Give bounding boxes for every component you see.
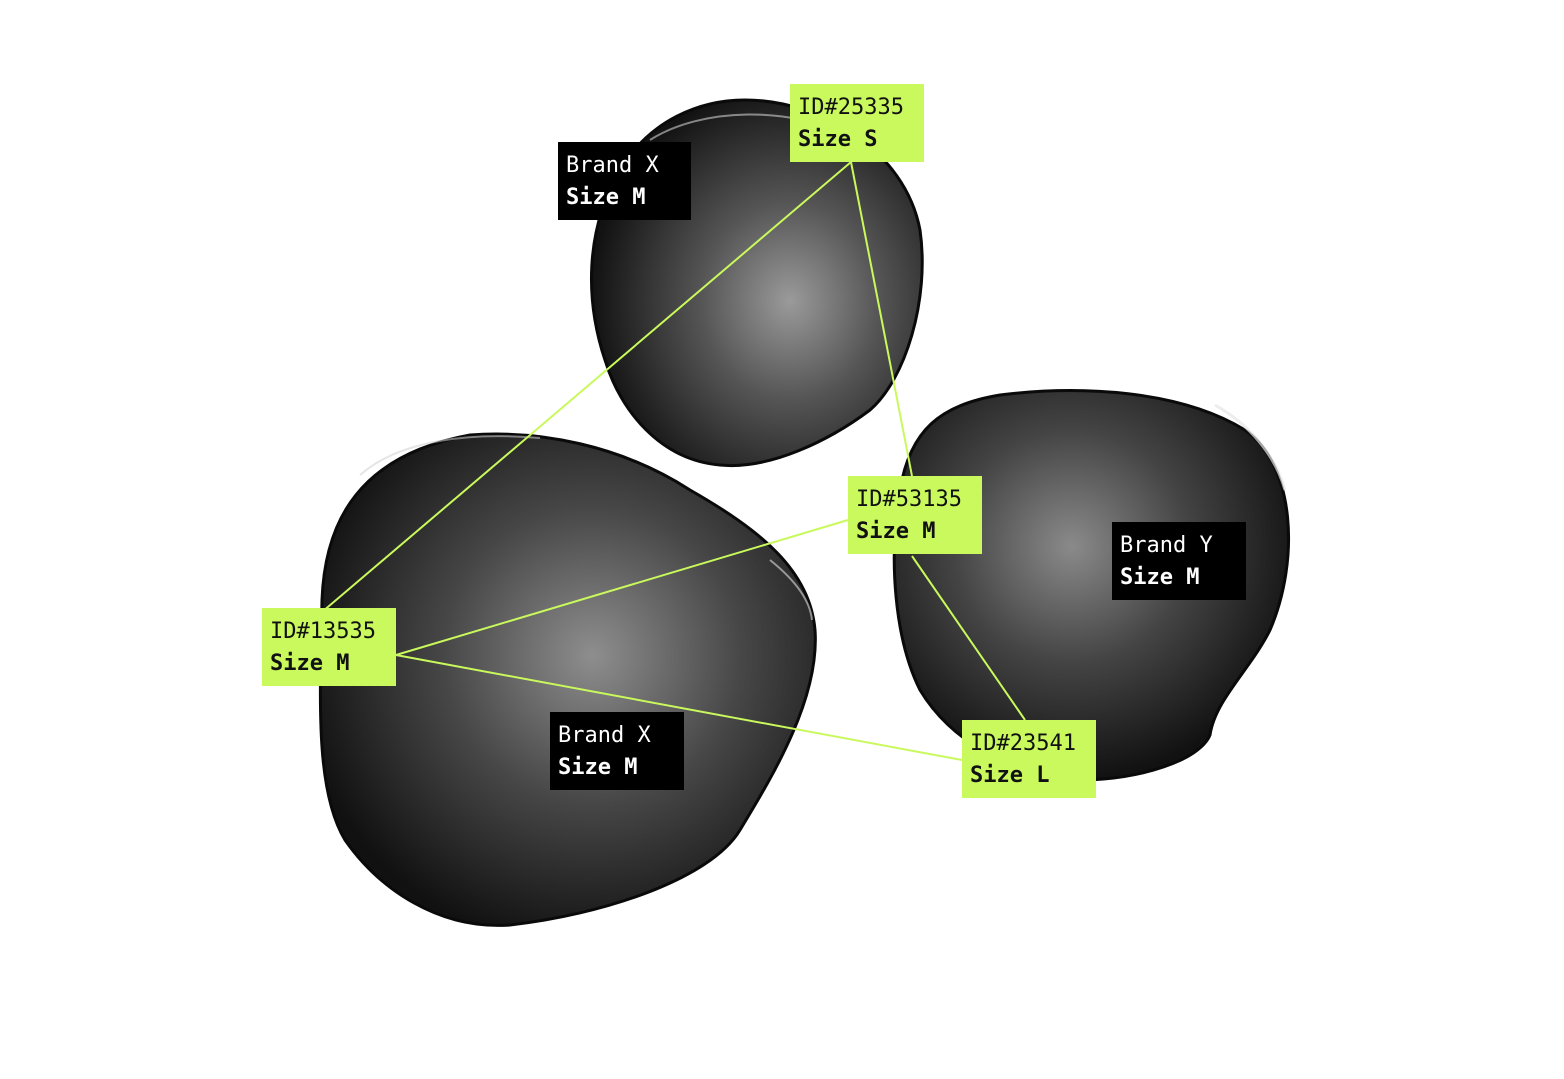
connector-25335-53135 <box>850 161 913 477</box>
id-label-23541: ID#23541 Size L <box>962 720 1096 798</box>
id-label-size: Size M <box>270 651 350 676</box>
id-label-13535: ID#13535 Size M <box>262 608 396 686</box>
connector-lines <box>321 161 1026 761</box>
connector-13535-53135 <box>395 519 849 656</box>
connector-13535-23541 <box>395 654 963 761</box>
brand-label-top: Brand X Size M <box>558 142 691 220</box>
brand-label-right: Brand Y Size M <box>1112 522 1246 600</box>
brand-label-size: Size M <box>1120 565 1200 590</box>
id-label-id: ID#23541 <box>970 731 1076 756</box>
brand-label-name: Brand Y <box>1120 533 1213 558</box>
brand-label-bottom: Brand X Size M <box>550 712 684 790</box>
blob-right-highlight <box>1214 403 1287 491</box>
id-label-size: Size S <box>798 127 878 152</box>
blob-left-highlight <box>359 435 541 476</box>
id-label-25335: ID#25335 Size S <box>790 84 924 162</box>
id-label-id: ID#53135 <box>856 487 962 512</box>
brand-label-size: Size M <box>566 185 646 210</box>
connector-53135-23541 <box>911 555 1026 721</box>
brand-label-name: Brand X <box>558 723 651 748</box>
brand-label-name: Brand X <box>566 153 659 178</box>
blob-left-rim <box>769 559 813 621</box>
id-label-size: Size M <box>856 519 936 544</box>
id-label-53135: ID#53135 Size M <box>848 476 982 554</box>
id-label-size: Size L <box>970 763 1050 788</box>
id-label-id: ID#13535 <box>270 619 376 644</box>
id-label-id: ID#25335 <box>798 95 904 120</box>
connector-13535-25335 <box>321 161 852 613</box>
brand-label-size: Size M <box>558 755 638 780</box>
